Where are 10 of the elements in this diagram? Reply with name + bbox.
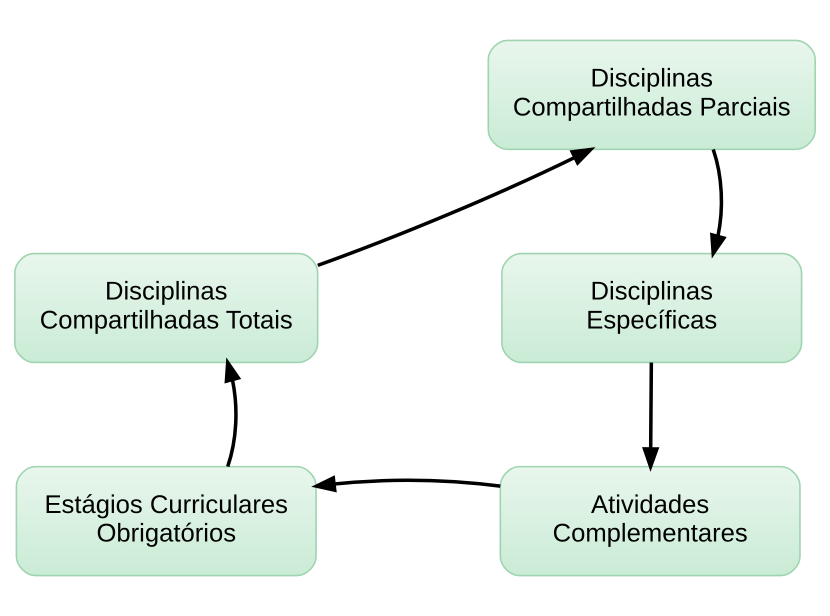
arrow <box>317 147 596 268</box>
node-box: Disciplinas Compartilhadas Parciais <box>488 40 816 150</box>
arrow <box>224 357 242 468</box>
node-box: Estágios Curriculares Obrigatórios <box>16 466 317 576</box>
node-box: Disciplinas Compartilhadas Totais <box>14 252 318 364</box>
node-box: Atividades Complementares <box>500 466 801 576</box>
arrow <box>710 148 727 259</box>
arrow <box>311 475 500 492</box>
node-box: Disciplinas Específicas <box>501 252 802 364</box>
arrow <box>642 362 660 472</box>
